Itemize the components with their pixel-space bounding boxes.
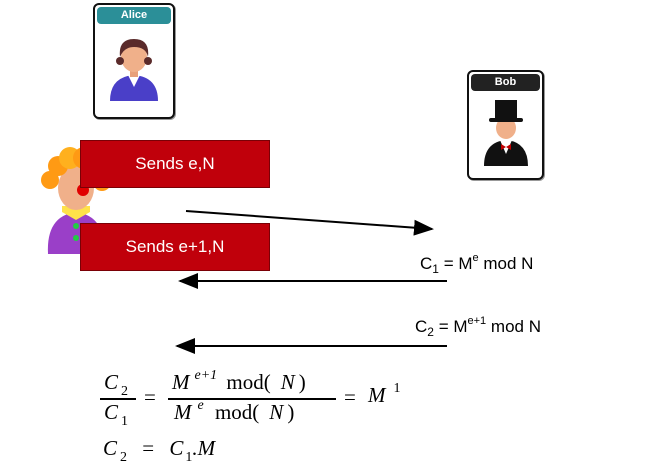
message-send-e-n: Sends e,N [80,140,270,188]
message-send-e1-n: Sends e+1,N [80,223,270,271]
alice-label: Alice [97,7,171,24]
bob-avatar-icon [484,100,528,166]
bob-card: Bob [467,70,544,180]
rhs-fraction-bar [168,398,336,400]
equals-sign-2: = [344,385,356,409]
cipher-1-equation: C1 = Me mod N [420,252,534,276]
alice-card: Alice [93,3,175,119]
cipher-2-equation: C2 = Me+1 mod N [415,315,541,339]
equals-sign-1: = [144,385,156,409]
bob-label: Bob [471,74,540,91]
arrow-alice-to-bob [185,210,434,236]
lhs-fraction-bar [100,398,136,400]
alice-avatar-icon [110,39,158,101]
